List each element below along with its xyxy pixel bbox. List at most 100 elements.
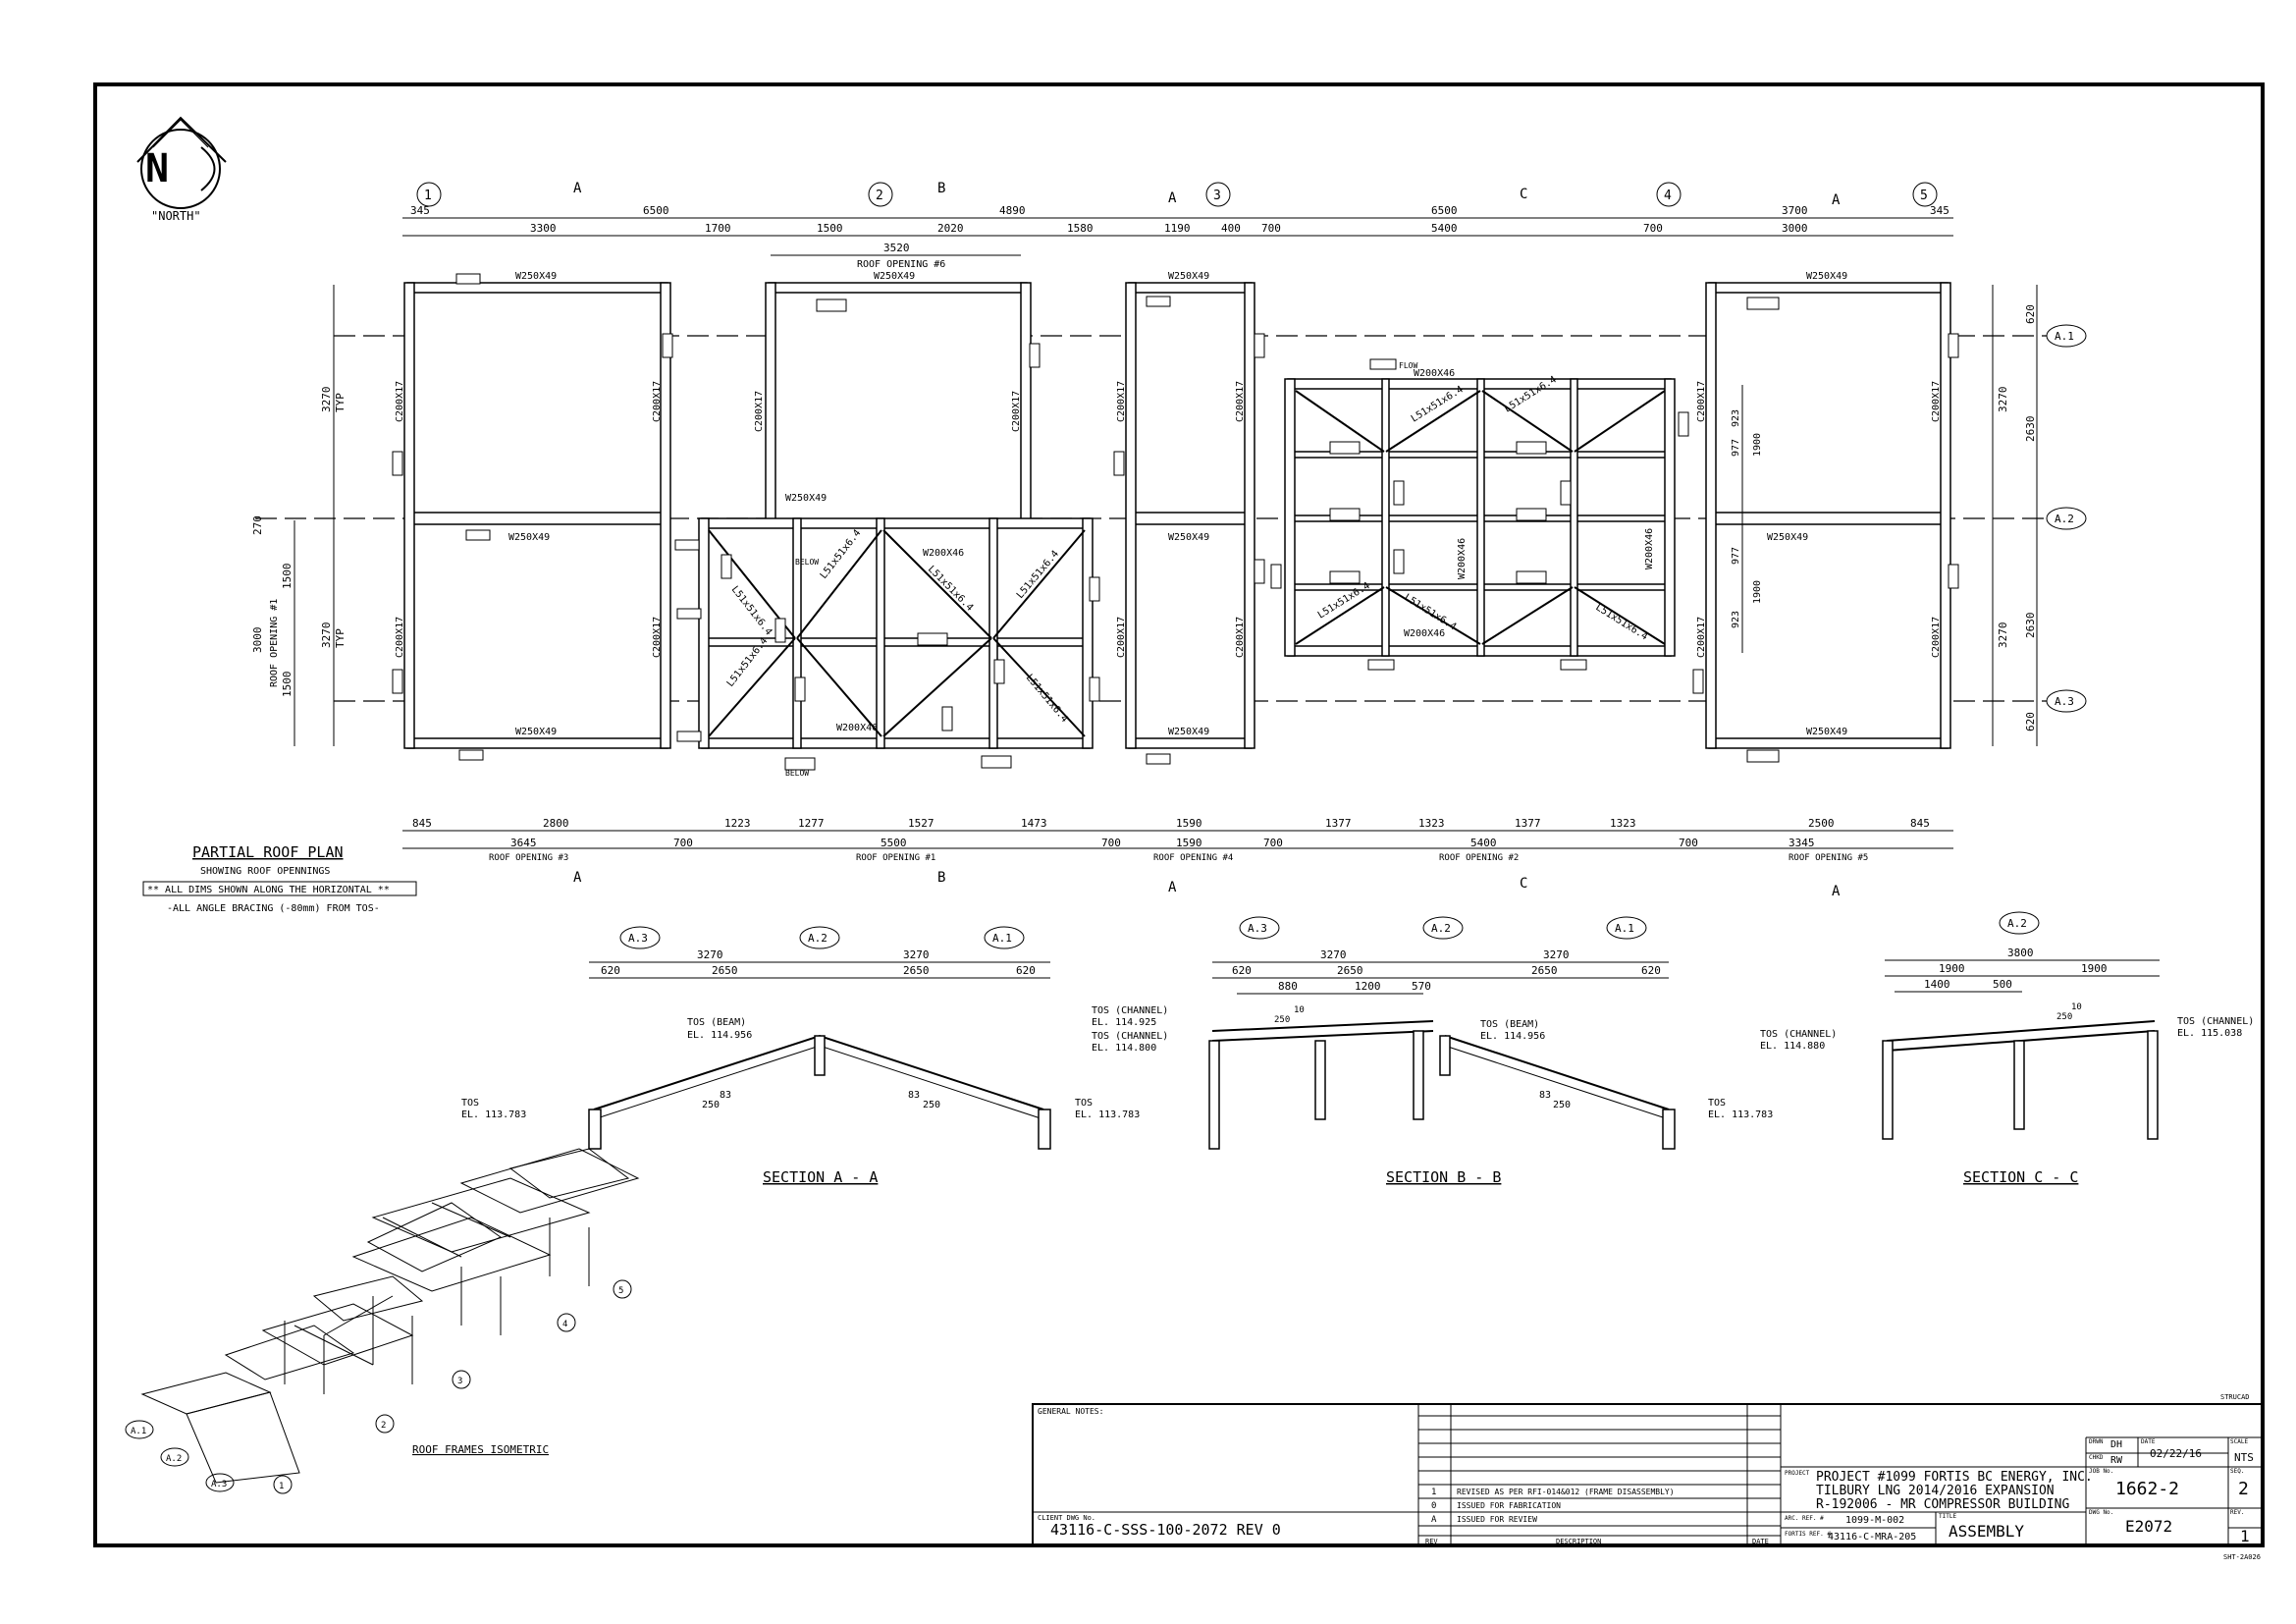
- label-sections-0-slopes-3: 250: [923, 1100, 940, 1110]
- label-plan-members-2: W200X46: [1404, 628, 1445, 639]
- label-sections-1-dims-6: 570: [1412, 980, 1431, 993]
- frame-opening-3: W250X49 W250X49 W250X49 C200X17 C200X17 …: [392, 271, 673, 761]
- label-plan-section_marks-3: C: [1520, 187, 1527, 202]
- label-plan-top_dims-0: 345: [410, 204, 430, 217]
- label-sections-2-slopes-1: 250: [2056, 1012, 2072, 1022]
- label-sections-2-dims-1: 1900: [2081, 962, 2108, 975]
- label-plan-left_dims-4: 270: [251, 515, 264, 535]
- label-sections-1-grids-1: A.2: [1431, 922, 1451, 935]
- label-sections-1-slopes-1: 250: [1274, 1015, 1290, 1025]
- label-isometric-grids-2: A.3: [211, 1480, 227, 1489]
- label-title_block-scale_label: SCALE: [2230, 1438, 2248, 1445]
- label-plan-left_dims-1: TYP: [334, 393, 347, 412]
- label-sections-1-dims-0: 620: [1232, 964, 1252, 977]
- label-sections-0-labels-5: EL. 113.783: [1075, 1110, 1140, 1120]
- label-plan-top_dims-3: 6500: [1431, 204, 1458, 217]
- label-plan-members-1: C200X17: [652, 381, 663, 422]
- label-plan-bottom_totals-2: 5500: [881, 837, 907, 849]
- label-sections-0-dims_top-0: 3270: [697, 948, 723, 961]
- label-plan-members-1: C200X17: [1696, 381, 1707, 422]
- label-plan-right_dims-0: 620: [2024, 304, 2037, 324]
- label-plan-bottom_dims-6: 1590: [1176, 817, 1202, 830]
- label-plan-members-2: W200X46: [1644, 528, 1655, 569]
- label-plan-grids-1: 2: [876, 189, 883, 203]
- label-plan-members-1: C200X17: [652, 617, 663, 658]
- label-plan-top_sub_dims-2: 1500: [817, 222, 843, 235]
- label-title_block-seq: 2: [2238, 1479, 2249, 1499]
- label-isometric-grids-3: 1: [279, 1482, 284, 1491]
- label-plan-section_marks-0: A: [573, 181, 582, 196]
- label-plan-right_dims-5: 620: [2024, 712, 2037, 731]
- label-plan-members-1: C200X17: [1116, 617, 1127, 658]
- label-sections-1-dims_top-0: 3270: [1320, 948, 1347, 961]
- label-plan-openings-2: ROOF OPENING #4: [1153, 853, 1233, 863]
- grid-bubbles-top: 1 2 3 4 5: [416, 182, 1938, 207]
- label-isometric-grids-0: A.1: [131, 1427, 146, 1436]
- label-plan-section_marks-2: A: [1168, 880, 1177, 895]
- label-plan-top_sub_dims-3: 2020: [937, 222, 964, 235]
- label-sections-0-labels-1: EL. 114.956: [687, 1030, 752, 1041]
- label-plan-bottom_dims-8: 1323: [1418, 817, 1445, 830]
- label-isometric-grids-6: 4: [562, 1320, 567, 1329]
- label-sections-0-slopes-0: 83: [720, 1090, 731, 1101]
- label-plan-members-1: C200X17: [1011, 391, 1022, 432]
- label-sections-0-labels-2: TOS: [461, 1098, 479, 1109]
- label-plan-members-2: W200X46: [1414, 368, 1455, 379]
- section-c-title: SECTION C - C: [1963, 1168, 2078, 1186]
- client-dwg-number: 43116-C-SSS-100-2072 REV 0: [1050, 1521, 1281, 1539]
- label-isometric-grids-7: 5: [618, 1286, 623, 1296]
- label-plan-bottom_totals-1: 700: [673, 837, 693, 849]
- label-plan-members-1: C200X17: [1931, 617, 1942, 658]
- label-plan-members-0: W250X49: [1767, 532, 1808, 543]
- label-sections-1-dims-5: 1200: [1355, 980, 1381, 993]
- label-plan-members-0: W250X49: [785, 493, 827, 504]
- roof-frames-isometric: A.1 A.2 A.3 1 2 3 4 5 ROOF FRAMES ISOMET…: [125, 1148, 640, 1494]
- label-sections-2-dims-3: 500: [1993, 978, 2012, 991]
- label-sections-0-dims_top-1: 3270: [903, 948, 930, 961]
- label-sections-1-labels-2: TOS (CHANNEL): [1092, 1031, 1168, 1042]
- label-sections-0-grids-2: A.1: [992, 932, 1012, 945]
- label-plan-top_dims-4: 3700: [1782, 204, 1808, 217]
- label-plan-members-0: W250X49: [1806, 727, 1847, 737]
- label-title_block-strucad: STRUCAD: [2220, 1393, 2250, 1401]
- label-title_block-drawn: DH: [2110, 1439, 2122, 1450]
- label-title_block-drawn_label: DRWN: [2089, 1438, 2104, 1445]
- label-plan-top_dims-5: 345: [1930, 204, 1949, 217]
- label-plan-bottom_dims-5: 1473: [1021, 817, 1047, 830]
- isometric-title: ROOF FRAMES ISOMETRIC: [412, 1443, 549, 1456]
- label-title_block-dwg_label: DWG No.: [2089, 1509, 2113, 1516]
- label-plan-right_dims-2: 2630: [2024, 416, 2037, 443]
- label-plan-openings-4: ROOF OPENING #5: [1789, 853, 1868, 863]
- label-sections-1-labels-0: TOS (CHANNEL): [1092, 1005, 1168, 1016]
- label-title_block-project_lines-1: TILBURY LNG 2014/2016 EXPANSION: [1816, 1484, 2055, 1498]
- label-isometric-grids-4: 2: [381, 1421, 386, 1431]
- label-sections-2-labels-1: EL. 114.880: [1760, 1041, 1825, 1052]
- label-plan-section_marks-2: A: [1168, 190, 1177, 206]
- label-plan-openings-1: ROOF OPENING #1: [856, 853, 935, 863]
- label-sections-0-labels-4: TOS: [1075, 1098, 1093, 1109]
- label-plan-section_marks-4: A: [1832, 192, 1841, 208]
- label-plan-left_dims-7: 1500: [281, 672, 294, 698]
- label-sections-2-labels-0: TOS (CHANNEL): [1760, 1029, 1837, 1040]
- label-sections-1-dims-2: 2650: [1531, 964, 1558, 977]
- label-plan-grids-3: 4: [1664, 189, 1672, 203]
- partial-roof-plan: 1 2 3 4 5 A B A C A A B A C A 345 6500 4…: [142, 181, 2087, 914]
- label-plan-top_sub_dims-10: 3000: [1782, 222, 1808, 235]
- label-sections-2-dims-0: 1900: [1939, 962, 1965, 975]
- label-plan-top_dims-2: 4890: [999, 204, 1026, 217]
- label-plan-right_dims-4: 3270: [1997, 623, 2009, 649]
- label-plan-right_dims-6: 923: [1731, 409, 1741, 427]
- label-plan-section_marks-0: A: [573, 870, 582, 886]
- label-plan-members-1: C200X17: [395, 617, 405, 658]
- label-title_block-fortis_ref: 43116-C-MRA-205: [1828, 1532, 1916, 1543]
- label-title_block-scale: NTS: [2234, 1451, 2254, 1464]
- label-sections-2-grids-0: A.2: [2007, 917, 2027, 930]
- label-plan-top_sub_dims-4: 1580: [1067, 222, 1094, 235]
- label-plan-members-0: W250X49: [508, 532, 550, 543]
- label-title_block-revisions-2-rev: A: [1431, 1515, 1437, 1525]
- label-title_block-arch_ref_label: ARC. REF. #: [1785, 1515, 1824, 1522]
- label-plan-notes-1: FLOW: [1399, 361, 1417, 370]
- job-number: 1662-2: [2115, 1479, 2179, 1499]
- label-sections-2-dims_top-0: 3800: [2007, 947, 2034, 959]
